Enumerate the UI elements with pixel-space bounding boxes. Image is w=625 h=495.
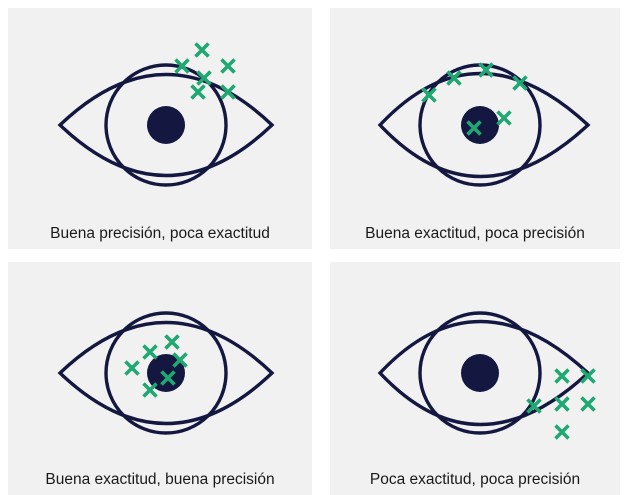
shot-marks <box>421 62 528 136</box>
x-mark-icon <box>172 352 188 368</box>
shot-marks <box>174 42 236 100</box>
x-mark-icon <box>554 396 570 412</box>
x-mark-icon <box>580 396 596 412</box>
eye-diagram <box>57 311 275 435</box>
pupil-icon <box>461 354 499 392</box>
panel-good-precision-poor-accuracy: Buena precisión, poca exactitud <box>8 8 312 249</box>
eye-diagram <box>57 42 275 187</box>
x-mark-icon <box>466 120 482 136</box>
x-mark-icon <box>580 368 596 384</box>
x-mark-icon <box>446 70 462 86</box>
panel-caption: Buena exactitud, poca precisión <box>365 225 585 242</box>
panel-good-accuracy-poor-precision: Buena exactitud, poca precisión <box>330 8 620 249</box>
shot-marks <box>124 334 188 398</box>
x-mark-icon <box>174 58 190 74</box>
panel-poor-accuracy-poor-precision: Poca exactitud, poca precisión <box>330 262 620 495</box>
x-mark-icon <box>554 424 570 440</box>
x-mark-icon <box>190 84 206 100</box>
iris-circle <box>104 63 228 187</box>
x-mark-icon <box>421 87 437 103</box>
eye-icon <box>377 311 591 435</box>
pupil-icon <box>147 106 185 144</box>
eye-diagram <box>377 62 591 187</box>
panel-caption: Buena precisión, poca exactitud <box>50 225 270 242</box>
eye-outline <box>377 71 591 179</box>
eye-icon <box>377 63 591 187</box>
x-mark-icon <box>526 398 542 414</box>
eye-icon <box>57 63 275 187</box>
panel-caption: Buena exactitud, buena precisión <box>45 471 275 488</box>
x-mark-icon <box>160 370 176 386</box>
x-mark-icon <box>142 344 158 360</box>
iris-circle <box>418 311 542 435</box>
x-mark-icon <box>496 110 512 126</box>
x-mark-icon <box>220 84 236 100</box>
pupil-icon <box>461 106 499 144</box>
eye-outline <box>377 319 591 427</box>
x-mark-icon <box>124 360 140 376</box>
x-mark-icon <box>554 368 570 384</box>
panel-caption: Poca exactitud, poca precisión <box>369 471 581 488</box>
x-mark-icon <box>478 62 494 78</box>
x-mark-icon <box>142 382 158 398</box>
x-mark-icon <box>512 75 528 91</box>
panel-good-accuracy-good-precision: Buena exactitud, buena precisión <box>8 262 312 495</box>
x-mark-icon <box>196 70 212 86</box>
x-mark-icon <box>194 42 210 58</box>
eye-diagram <box>377 311 596 440</box>
iris-circle <box>104 311 228 435</box>
eye-icon <box>57 311 275 435</box>
x-mark-icon <box>164 334 180 350</box>
x-mark-icon <box>220 58 236 74</box>
shot-marks <box>526 368 596 440</box>
